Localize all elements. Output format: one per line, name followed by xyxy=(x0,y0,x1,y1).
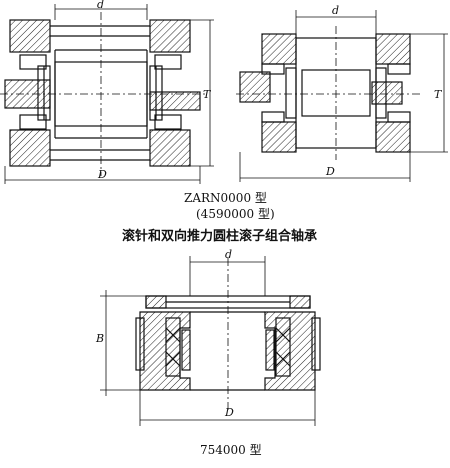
right-bearing-section xyxy=(236,26,420,160)
left-dimension-lines xyxy=(4,4,214,184)
top-type-label: ZARN0000 型 xyxy=(184,191,267,205)
right-outer-label: D xyxy=(325,165,335,178)
right-bore-label: d xyxy=(332,4,339,17)
left-height-label: T xyxy=(203,88,212,101)
bottom-type-label: 754000 型 xyxy=(200,443,262,457)
figure-title: 滚针和双向推力圆柱滚子组合轴承 xyxy=(122,229,318,244)
left-bore-label: d xyxy=(97,0,104,11)
bottom-bearing-section xyxy=(135,258,321,410)
left-bearing-section xyxy=(0,12,205,176)
bottom-width-label: B xyxy=(95,332,104,345)
bottom-dimension-lines xyxy=(100,256,316,426)
bottom-outer-label: D xyxy=(224,406,234,419)
bottom-bore-label: d xyxy=(225,248,232,261)
right-height-label: T xyxy=(434,88,443,101)
top-type-label-alt: (4590000 型) xyxy=(196,207,275,221)
left-outer-label: D xyxy=(97,168,107,181)
right-dimension-lines xyxy=(239,10,448,182)
